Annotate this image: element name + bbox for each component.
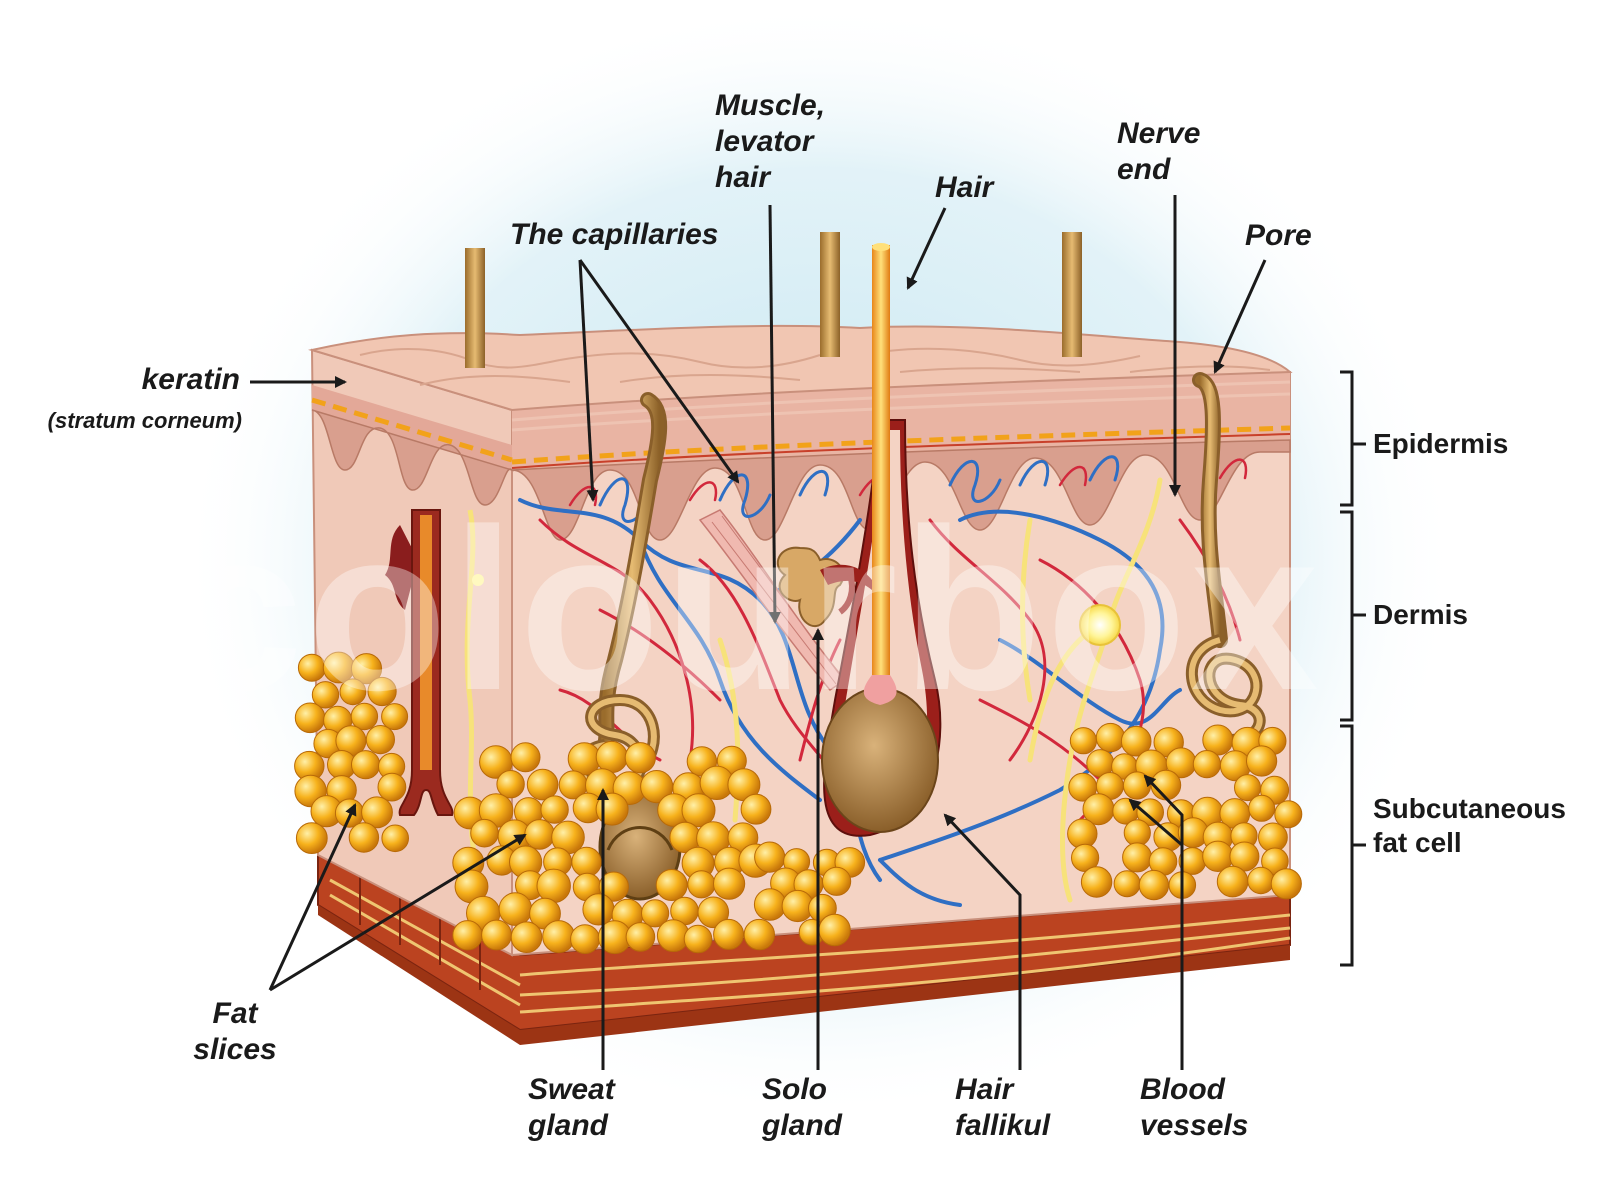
fat-cell <box>598 871 629 902</box>
fat-cell <box>753 888 787 921</box>
fat-cell <box>526 768 559 801</box>
pore-gland <box>1185 372 1266 746</box>
fat-cell <box>1123 819 1151 847</box>
fat-cell <box>1113 870 1141 898</box>
leader-lines <box>250 195 1267 1070</box>
label-nerve-end: Nerve end <box>1117 117 1201 186</box>
fat-cell <box>570 924 600 954</box>
fat-cell <box>350 702 379 731</box>
fat-cell <box>498 892 533 926</box>
fat-cell <box>571 846 602 878</box>
fat-cell <box>1274 800 1303 829</box>
fat-cell <box>1229 841 1260 872</box>
fat-cell <box>361 796 393 829</box>
label-sweat-gland: Sweat gland <box>528 1073 615 1142</box>
fat-cell <box>1120 725 1152 757</box>
fat-cell <box>377 772 407 802</box>
label-blood-vessels: Blood vessels <box>1140 1073 1249 1142</box>
label-hair: Hair <box>935 171 994 204</box>
layer-dermis: Dermis <box>1373 599 1468 630</box>
nerve-corpuscle <box>1079 604 1121 646</box>
label-hair-follicle: Hair fallikul <box>955 1073 1051 1142</box>
fat-cell <box>1270 868 1302 900</box>
fat-cell <box>625 922 656 952</box>
fat-cell <box>683 924 713 954</box>
fat-cell <box>687 870 716 899</box>
fat-cell <box>582 893 615 926</box>
fat-cell <box>1192 750 1222 779</box>
fat-cell <box>381 703 409 731</box>
fat-cell <box>496 770 525 799</box>
fat-cell <box>524 819 555 850</box>
sebaceous-gland <box>776 546 872 628</box>
fat-cell <box>822 866 852 896</box>
fat-cell <box>740 793 772 825</box>
hair-shafts <box>465 232 1082 368</box>
fat-cell <box>334 798 365 828</box>
fat-cell <box>311 681 340 709</box>
fat-cell <box>743 918 775 951</box>
layer-brackets <box>1340 370 1366 967</box>
fat-cell <box>818 913 851 947</box>
fat-cell <box>367 676 397 707</box>
fat-cell <box>754 841 786 873</box>
fat-cell <box>540 795 569 824</box>
fat-cell <box>339 678 367 706</box>
fat-cell <box>381 824 410 853</box>
fat-cell <box>1246 745 1278 777</box>
fat-cell <box>624 742 656 774</box>
watermark: colourbox <box>175 481 1323 738</box>
fat-cell <box>1122 842 1153 873</box>
fat-cell <box>350 653 383 685</box>
layer-subcutaneous: Subcutaneous fat cell <box>1373 793 1566 858</box>
fat-cell <box>655 869 688 901</box>
label-muscle: Muscle, levator hair <box>715 89 826 194</box>
fat-cell <box>1216 865 1249 898</box>
fat-cell <box>713 918 745 950</box>
fat-cell <box>641 899 670 928</box>
fat-cell <box>295 822 328 854</box>
fat-cell <box>365 725 395 755</box>
fat-cell <box>348 822 380 853</box>
fat-cell <box>1153 822 1183 852</box>
fat-cell <box>595 792 629 826</box>
fat-cell <box>1138 869 1170 901</box>
fat-cell <box>1258 822 1288 853</box>
fat-cell <box>1067 818 1098 849</box>
fat-cell <box>542 920 576 954</box>
fat-cell <box>510 921 543 954</box>
layer-epidermis: Epidermis <box>1373 428 1509 459</box>
fat-cell <box>452 920 483 951</box>
fat-cell <box>713 867 746 900</box>
label-capillaries: The capillaries <box>510 218 719 251</box>
label-keratin: keratin <box>141 363 240 396</box>
fat-cell <box>510 742 541 773</box>
left-face-structures <box>385 509 484 861</box>
label-stratum-corneum: (stratum corneum) <box>47 408 242 433</box>
fat-cell <box>536 868 571 903</box>
fat-cell <box>595 740 628 774</box>
fat-cell <box>1247 866 1275 895</box>
fat-cell <box>1136 798 1164 827</box>
label-pore: Pore <box>1245 219 1312 252</box>
fat-cell <box>1248 794 1276 822</box>
fat-cell <box>351 750 381 780</box>
fat-cell <box>1080 866 1113 898</box>
fat-cell <box>481 919 512 951</box>
fat-cell <box>681 793 716 828</box>
label-fat-slices: Fat slices <box>193 997 277 1066</box>
label-solo-gland: Solo gland <box>762 1073 842 1142</box>
fat-cell <box>470 818 499 848</box>
fat-cell <box>697 896 730 929</box>
hair-follicle <box>821 243 942 837</box>
